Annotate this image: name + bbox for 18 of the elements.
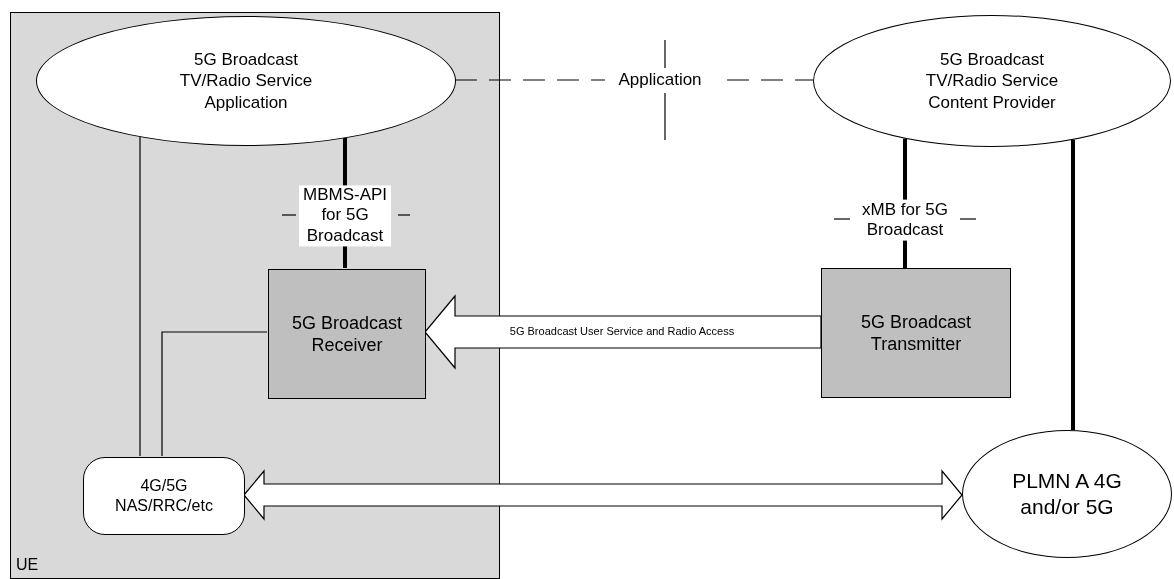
connector-line (1071, 139, 1075, 431)
process-box (821, 268, 1011, 398)
connector-line (139, 135, 141, 457)
node-label: 5G Broadcast TV/Radio Service Content Provider (924, 49, 1060, 113)
rounded-box (83, 457, 245, 535)
node-label: 5G Broadcast Transmitter (859, 310, 973, 356)
edge-label: MBMS-API for 5G Broadcast (299, 185, 391, 247)
node-label: PLMN A 4G and/or 5G (1011, 467, 1123, 520)
ue-boundary-box (10, 12, 500, 579)
block-arrow (243, 469, 963, 521)
process-box (268, 269, 426, 399)
group-label: UE (16, 555, 39, 575)
node-label: 5G Broadcast Receiver (290, 311, 404, 357)
node-label: 5G Broadcast TV/Radio Service Application (178, 49, 314, 113)
node-label: 4G/5G NAS/RRC/etc (114, 476, 214, 516)
block-arrow (424, 294, 822, 370)
edge-label: 5G Broadcast User Service and Radio Access (508, 325, 736, 339)
connector-line (161, 331, 268, 457)
